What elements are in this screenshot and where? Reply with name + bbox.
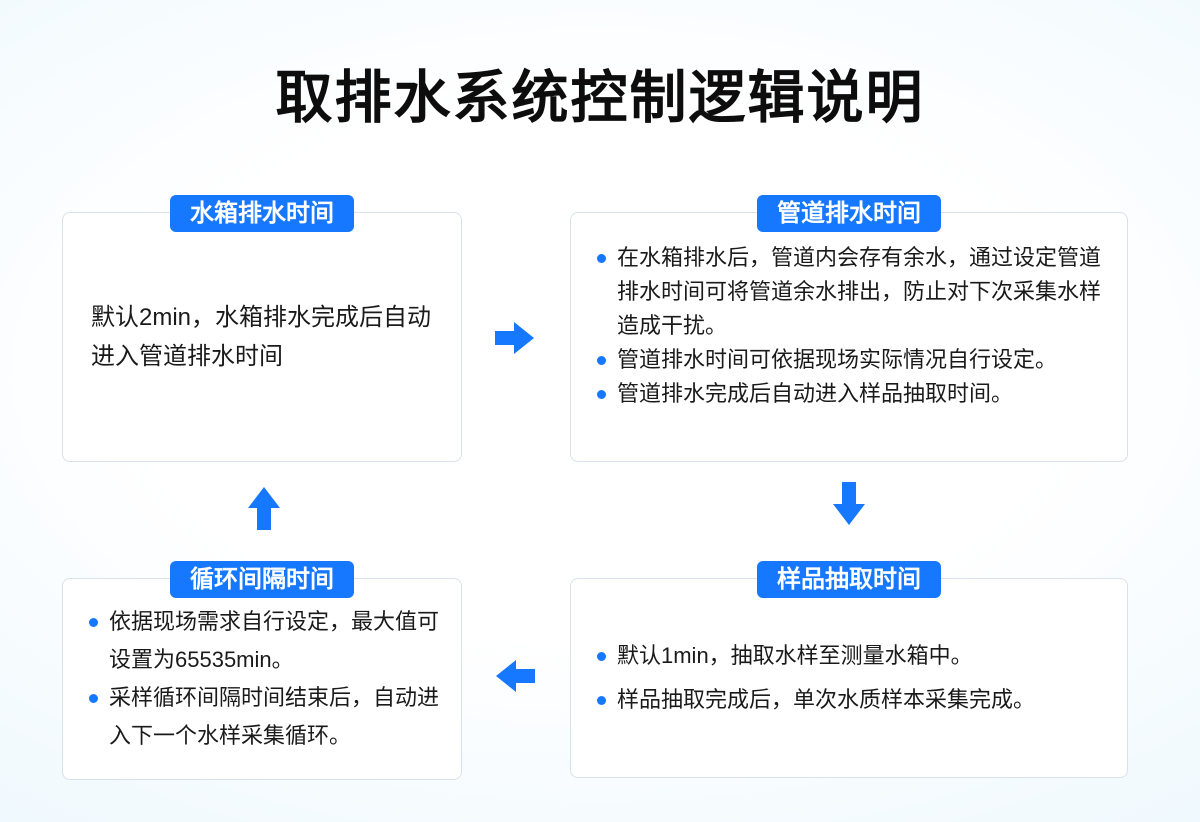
box-pipe-drain-time: 管道排水时间 在水箱排水后，管道内会存有余水，通过设定管道排水时间可将管道余水排… [570, 195, 1128, 462]
bullet-item: 默认1min，抽取水样至测量水箱中。 [597, 639, 1105, 673]
tank-drain-time-label: 水箱排水时间 [170, 195, 354, 232]
bullet-text: 依据现场需求自行设定，最大值可设置为65535min。 [109, 609, 440, 672]
bullet-item: 依据现场需求自行设定，最大值可设置为65535min。 [89, 603, 439, 679]
bullet-dot-icon [597, 390, 606, 399]
bullet-dot-icon [89, 694, 98, 703]
bullet-item: 采样循环间隔时间结束后，自动进入下一个水样采集循环。 [89, 679, 439, 755]
cycle-interval-bullet-list: 依据现场需求自行设定，最大值可设置为65535min。 采样循环间隔时间结束后，… [63, 579, 461, 755]
pipe-drain-time-label: 管道排水时间 [757, 195, 941, 232]
page-title: 取排水系统控制逻辑说明 [275, 66, 925, 130]
bullet-item: 管道排水时间可依据现场实际情况自行设定。 [597, 343, 1105, 377]
bullet-item: 管道排水完成后自动进入样品抽取时间。 [597, 377, 1105, 411]
arrow-up-icon [247, 486, 281, 530]
cycle-interval-time-label: 循环间隔时间 [170, 561, 354, 598]
sample-extract-bullet-list: 默认1min，抽取水样至测量水箱中。 样品抽取完成后，单次水质样本采集完成。 [571, 579, 1127, 777]
bullet-text: 样品抽取完成后，单次水质样本采集完成。 [617, 687, 1036, 712]
box-sample-extract-time: 样品抽取时间 默认1min，抽取水样至测量水箱中。 样品抽取完成后，单次水质样本… [570, 561, 1128, 778]
bullet-text: 管道排水完成后自动进入样品抽取时间。 [617, 381, 1014, 406]
bullet-item: 样品抽取完成后，单次水质样本采集完成。 [597, 683, 1105, 717]
bullet-dot-icon [597, 356, 606, 365]
bullet-text: 管道排水时间可依据现场实际情况自行设定。 [617, 347, 1058, 372]
bullet-dot-icon [597, 652, 606, 661]
arrow-down-icon [832, 482, 866, 526]
sample-extract-time-label: 样品抽取时间 [757, 561, 941, 598]
bullet-dot-icon [597, 254, 606, 263]
bullet-text: 采样循环间隔时间结束后，自动进入下一个水样采集循环。 [109, 685, 440, 748]
bullet-text: 在水箱排水后，管道内会存有余水，通过设定管道排水时间可将管道余水排出，防止对下次… [617, 245, 1102, 338]
tank-drain-time-text: 默认2min，水箱排水完成后自动进入管道排水时间 [91, 304, 432, 370]
bullet-text: 默认1min，抽取水样至测量水箱中。 [617, 643, 973, 668]
box-tank-drain-time: 水箱排水时间 默认2min，水箱排水完成后自动进入管道排水时间 [62, 195, 462, 462]
bullet-dot-icon [89, 618, 98, 627]
box-cycle-interval-time: 循环间隔时间 依据现场需求自行设定，最大值可设置为65535min。 采样循环间… [62, 561, 462, 780]
bullet-dot-icon [597, 696, 606, 705]
arrow-left-icon [495, 659, 535, 693]
bullet-item: 在水箱排水后，管道内会存有余水，通过设定管道排水时间可将管道余水排出，防止对下次… [597, 241, 1105, 343]
arrow-right-icon [495, 321, 535, 355]
pipe-drain-bullet-list: 在水箱排水后，管道内会存有余水，通过设定管道排水时间可将管道余水排出，防止对下次… [571, 213, 1127, 411]
